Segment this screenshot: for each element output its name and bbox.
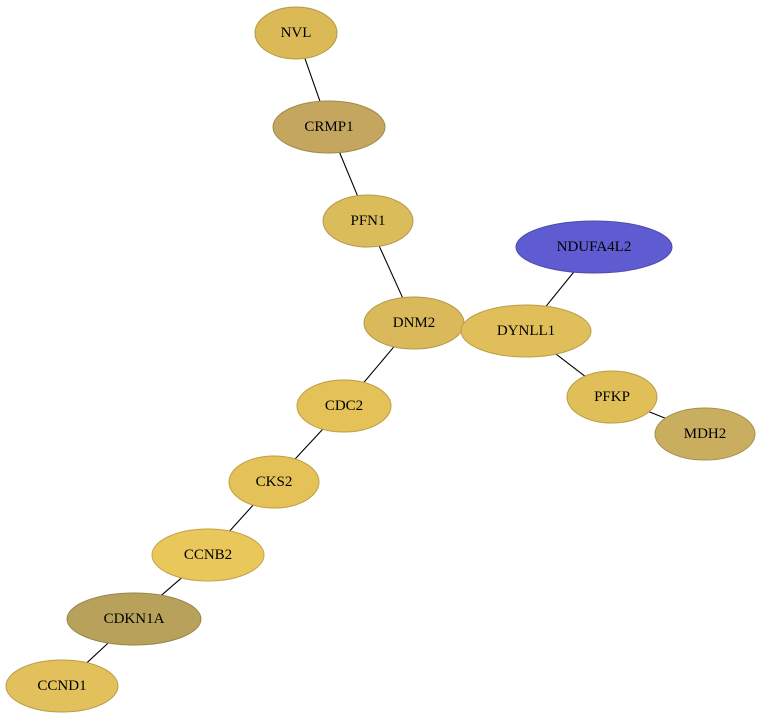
node-pfkp[interactable]: PFKP	[566, 370, 658, 424]
edge-line	[294, 428, 324, 460]
node-ccnd1[interactable]: CCND1	[5, 659, 119, 713]
node-ellipse[interactable]	[5, 659, 119, 713]
edge-dynll1-ndufa4l2	[545, 271, 575, 307]
node-ellipse[interactable]	[66, 592, 202, 646]
node-crmp1[interactable]: CRMP1	[272, 100, 386, 154]
node-ellipse[interactable]	[254, 6, 338, 60]
node-nvl[interactable]: NVL	[254, 6, 338, 60]
node-ellipse[interactable]	[363, 296, 465, 350]
node-ellipse[interactable]	[151, 528, 265, 582]
edge-ccnb2-cdkn1a	[161, 577, 182, 596]
edge-line	[339, 152, 359, 196]
edge-line	[648, 411, 666, 419]
node-cks2[interactable]: CKS2	[228, 455, 320, 509]
node-pfn1[interactable]: PFN1	[322, 194, 414, 248]
node-ccnb2[interactable]: CCNB2	[151, 528, 265, 582]
edge-cks2-ccnb2	[229, 504, 254, 532]
edge-pfn1-dnm2	[378, 245, 404, 298]
edge-crmp1-pfn1	[339, 152, 359, 196]
edge-pfkp-mdh2	[648, 411, 666, 419]
edge-dnm2-cdc2	[363, 346, 395, 383]
edge-dynll1-pfkp	[555, 353, 586, 377]
node-mdh2[interactable]: MDH2	[654, 407, 756, 461]
edge-layer	[86, 58, 666, 664]
edge-line	[229, 504, 254, 532]
node-ellipse[interactable]	[654, 407, 756, 461]
node-ellipse[interactable]	[515, 220, 673, 274]
node-cdc2[interactable]: CDC2	[296, 379, 392, 433]
node-ellipse[interactable]	[322, 194, 414, 248]
node-ellipse[interactable]	[296, 379, 392, 433]
node-ellipse[interactable]	[228, 455, 320, 509]
edge-cdc2-cks2	[294, 428, 324, 460]
edge-line	[86, 642, 109, 664]
edge-line	[363, 346, 395, 383]
node-ndufa4l2[interactable]: NDUFA4L2	[515, 220, 673, 274]
edge-line	[161, 577, 182, 596]
edge-nvl-crmp1	[304, 58, 321, 102]
edge-line	[545, 271, 575, 307]
node-ellipse[interactable]	[272, 100, 386, 154]
node-dnm2[interactable]: DNM2	[363, 296, 465, 350]
edge-line	[555, 353, 586, 377]
edge-cdkn1a-ccnd1	[86, 642, 109, 664]
node-ellipse[interactable]	[460, 304, 592, 358]
node-ellipse[interactable]	[566, 370, 658, 424]
edge-line	[378, 245, 404, 298]
node-dynll1[interactable]: DYNLL1	[460, 304, 592, 358]
edge-line	[304, 58, 321, 102]
node-cdkn1a[interactable]: CDKN1A	[66, 592, 202, 646]
